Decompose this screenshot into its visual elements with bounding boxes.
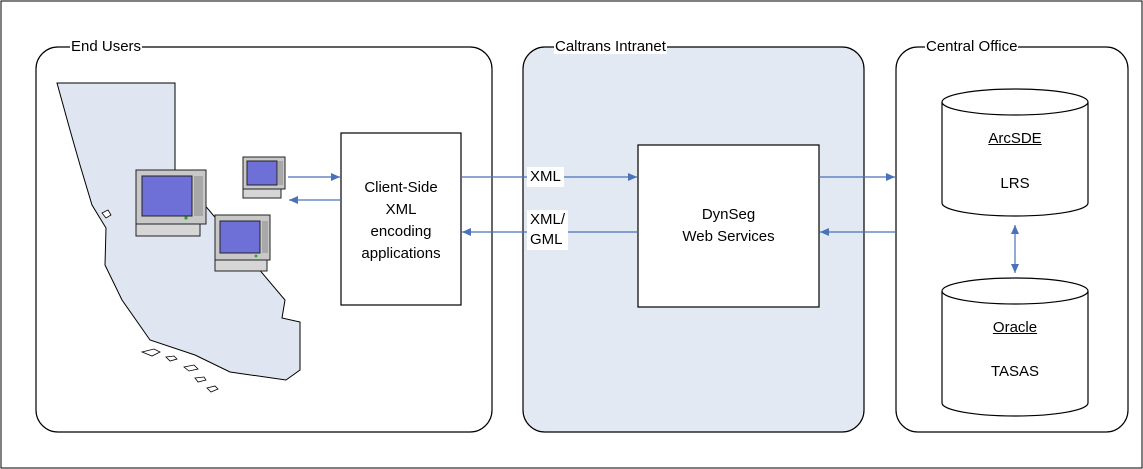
computer-icon: [242, 156, 286, 199]
response-label-line-1: XML/: [530, 211, 566, 228]
dynseg-line-2: Web Services: [682, 228, 775, 245]
client-side-label: Client-Side XML encoding applications: [341, 177, 461, 265]
client-box-line-2: XML: [385, 201, 417, 218]
computer-icon: [214, 214, 271, 272]
caltrans-intranet-title: Caltrans Intranet: [554, 38, 667, 55]
xml-request-label: XML: [527, 167, 564, 187]
client-box-line-1: Client-Side: [364, 179, 438, 196]
dynseg-line-1: DynSeg: [701, 206, 756, 223]
xml-gml-response-label: XML/ GML: [527, 210, 569, 250]
client-box-line-4: applications: [361, 245, 441, 262]
database-arcsde: [941, 88, 1089, 217]
dynseg-label: DynSeg Web Services: [638, 204, 819, 248]
computer-icon: [135, 169, 207, 237]
end-users-title: End Users: [70, 38, 143, 55]
arcsde-content: LRS: [1000, 175, 1030, 192]
database-oracle: [941, 277, 1089, 417]
response-label-line-2: GML: [530, 231, 563, 248]
oracle-content: TASAS: [990, 363, 1040, 380]
central-office-title: Central Office: [925, 38, 1019, 55]
client-box-line-3: encoding: [370, 223, 432, 240]
arcsde-name: ArcSDE: [988, 130, 1042, 147]
dynseg-box: [637, 144, 820, 308]
client-side-box: [340, 132, 462, 306]
oracle-name: Oracle: [992, 319, 1038, 336]
